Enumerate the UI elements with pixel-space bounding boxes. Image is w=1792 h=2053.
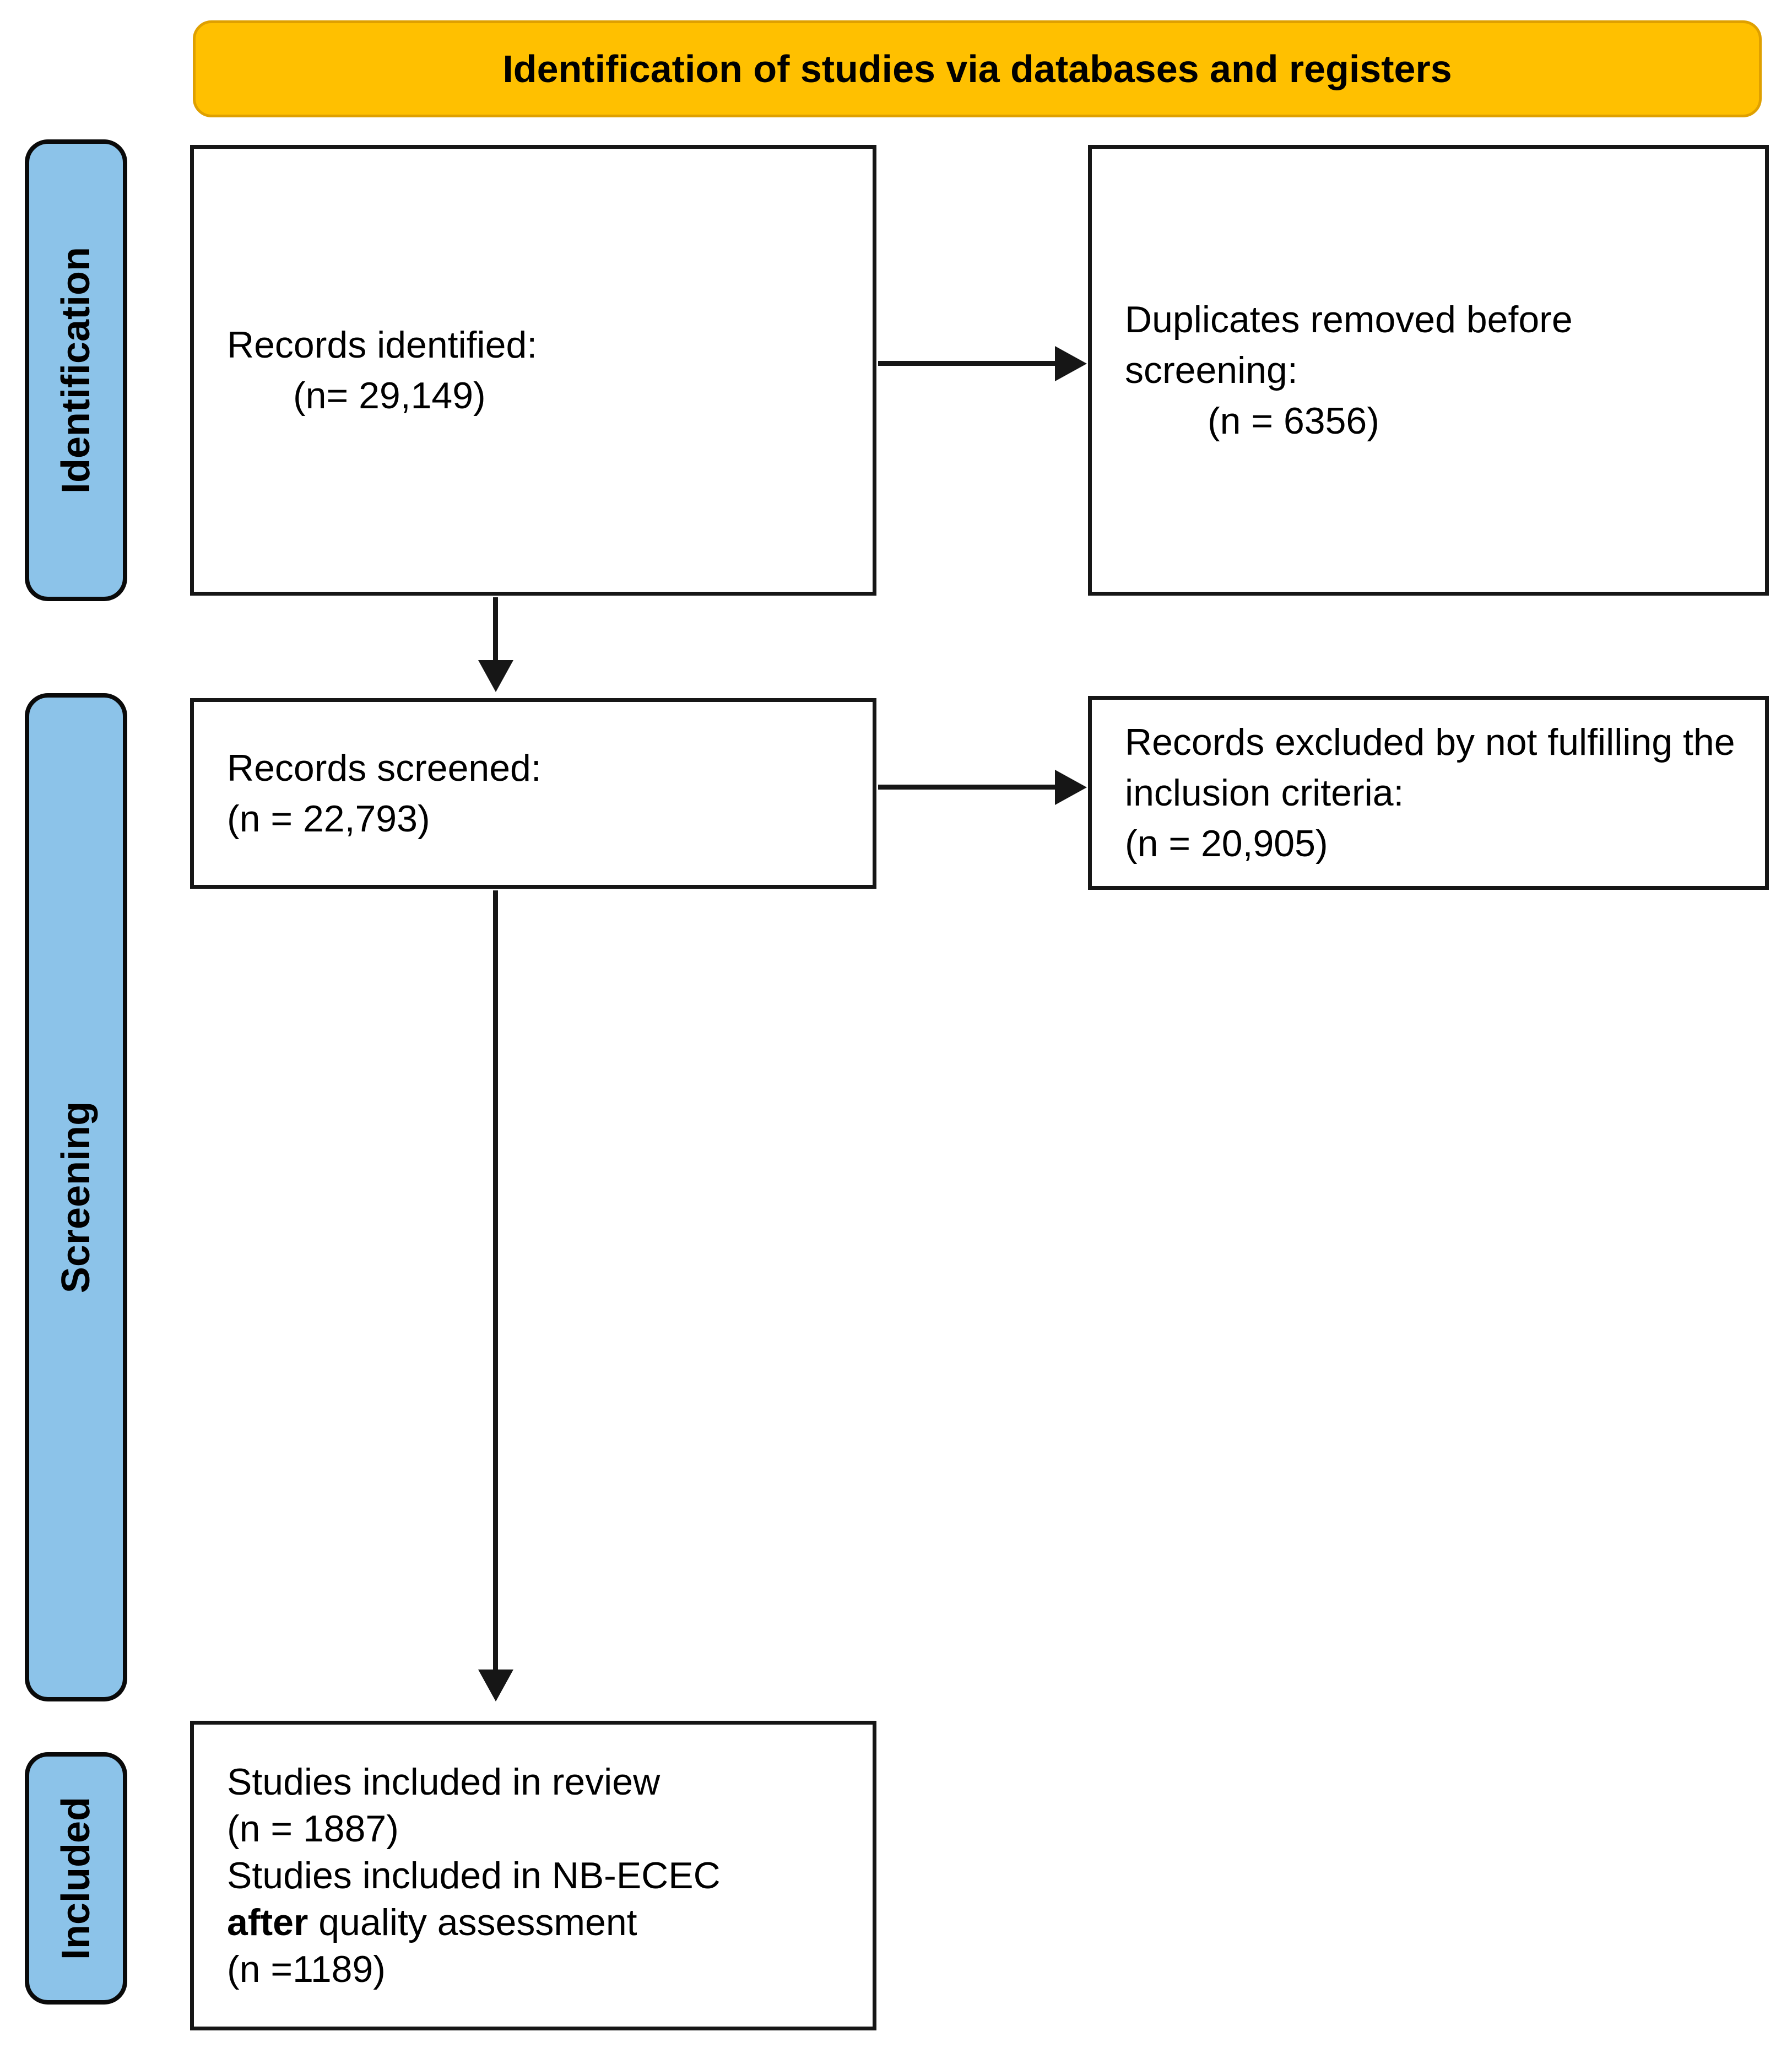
- stage-bar-screening: Screening: [25, 693, 127, 1701]
- arrow-screened-to-excluded-line: [878, 785, 1060, 790]
- banner-identification-via-databases: Identification of studies via databases …: [193, 20, 1762, 117]
- arrow-identified-to-duplicates-head-icon: [1055, 346, 1087, 381]
- arrow-identified-to-screened-line: [493, 597, 498, 663]
- arrow-screened-to-included-line: [493, 890, 498, 1673]
- quality-assessment-text: quality assessment: [308, 1901, 637, 1943]
- stage-bar-included-label: Included: [54, 1796, 99, 1960]
- studies-included-review-text: Studies included in review: [227, 1760, 661, 1803]
- arrow-identified-to-duplicates-line: [878, 361, 1060, 366]
- box-records-identified: Records identified: (n= 29,149): [190, 145, 876, 596]
- studies-included-nbecec-text: Studies included in NB-ECEC: [227, 1854, 721, 1897]
- records-screened-count: (n = 22,793): [227, 798, 430, 840]
- box-records-screened: Records screened: (n = 22,793): [190, 698, 876, 889]
- box-records-excluded: Records excluded by not fulfilling the i…: [1088, 696, 1769, 890]
- arrow-identified-to-screened-head-icon: [478, 660, 513, 692]
- stage-bar-identification-label: Identification: [54, 247, 98, 494]
- records-screened-text: Records screened:: [227, 747, 542, 789]
- studies-included-nbecec-count: (n =1189): [227, 1948, 386, 1990]
- studies-included-review-count: (n = 1887): [227, 1807, 399, 1850]
- records-excluded-text: Records excluded by not fulfilling the i…: [1125, 721, 1735, 814]
- banner-title: Identification of studies via databases …: [502, 47, 1452, 90]
- after-bold-word: after: [227, 1901, 308, 1943]
- stage-bar-included: Included: [25, 1752, 127, 2005]
- duplicates-removed-text: Duplicates removed before screening:: [1125, 299, 1573, 391]
- records-identified-text: Records identified:: [227, 324, 538, 366]
- stage-bar-identification: Identification: [25, 139, 127, 601]
- records-excluded-count: (n = 20,905): [1125, 823, 1328, 865]
- arrow-screened-to-excluded-head-icon: [1055, 770, 1087, 805]
- records-identified-count: (n= 29,149): [293, 375, 486, 417]
- arrow-screened-to-included-head-icon: [478, 1670, 513, 1701]
- duplicates-removed-count: (n = 6356): [1208, 400, 1379, 442]
- box-studies-included: Studies included in review (n = 1887) St…: [190, 1721, 876, 2030]
- stage-bar-screening-label: Screening: [54, 1101, 98, 1294]
- box-duplicates-removed: Duplicates removed before screening: (n …: [1088, 145, 1769, 596]
- studies-included-quality-line: after quality assessment: [227, 1899, 851, 1946]
